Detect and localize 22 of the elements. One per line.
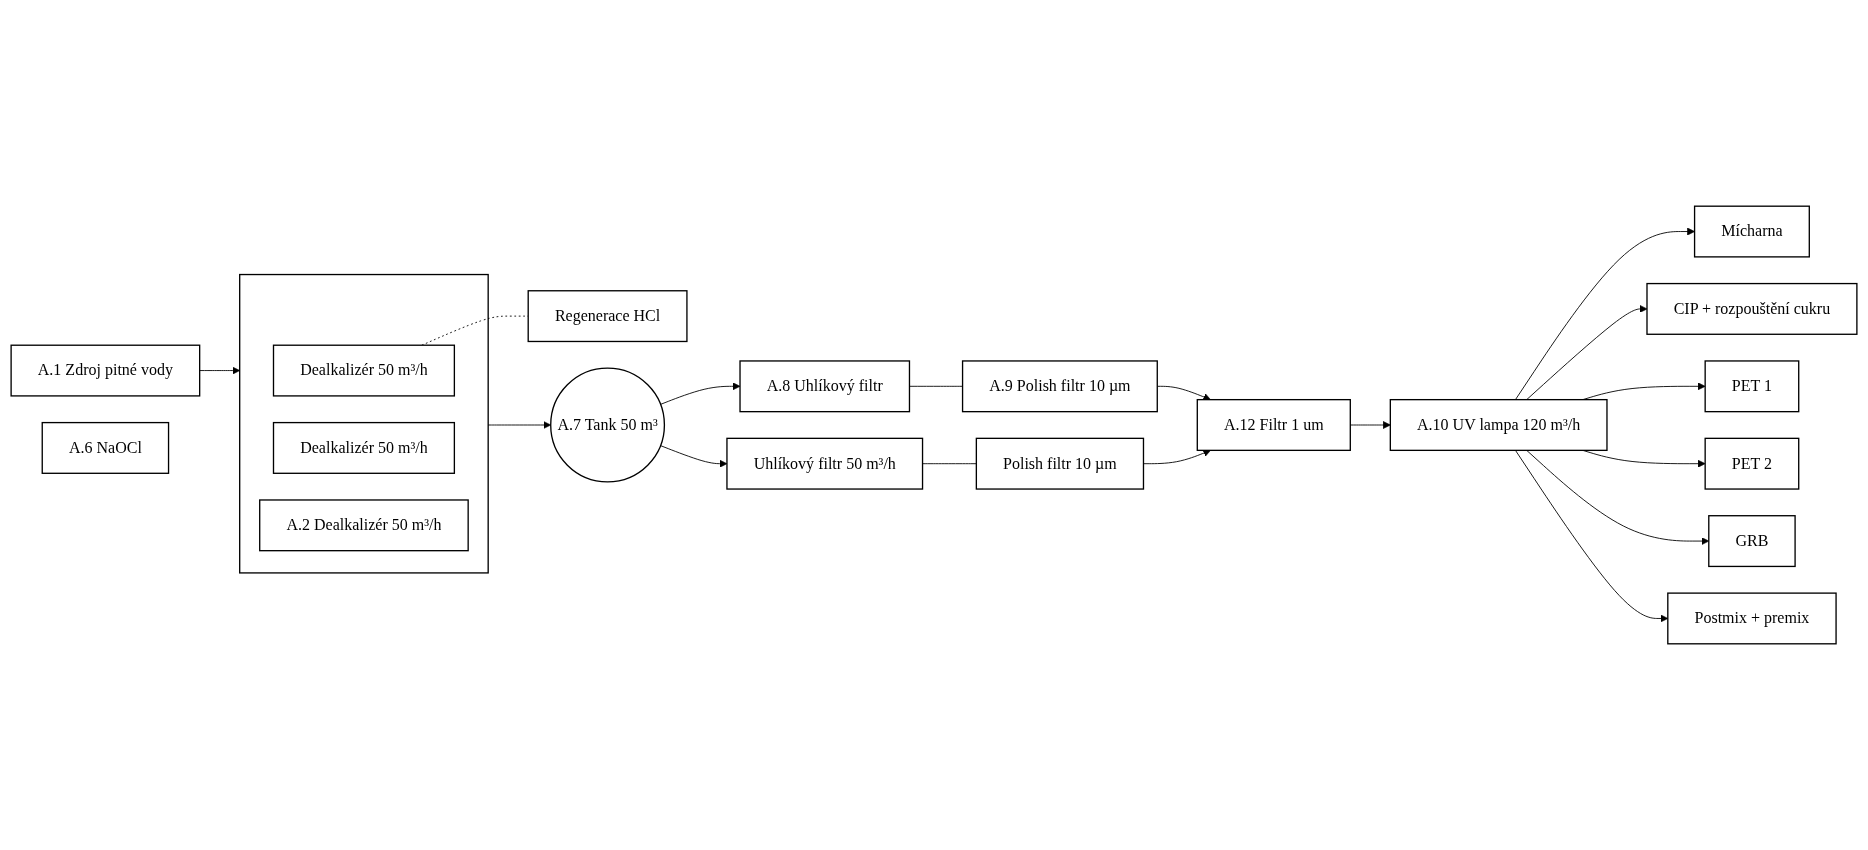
node-box: A.8 Uhlíkový filtr xyxy=(739,360,911,413)
node-box: Dealkalizér 50 m³/h xyxy=(272,421,456,474)
node-box: A.1 Zdroj pitné vody xyxy=(10,344,201,397)
node-box: Regenerace HCl xyxy=(527,290,688,343)
node-box: A.12 Filtr 1 um xyxy=(1196,399,1351,451)
node-box: A.9 Polish filtr 10 µm xyxy=(961,360,1158,413)
node-circle: A.7 Tank 50 m³ xyxy=(550,367,666,483)
node-box: A.2 Dealkalizér 50 m³/h xyxy=(259,499,469,552)
node-box: A.6 NaOCl xyxy=(41,421,170,474)
node-box: A.10 UV lampa 120 m³/h xyxy=(1389,399,1608,451)
cluster xyxy=(239,273,489,574)
node-box: GRB xyxy=(1708,515,1796,568)
node-box: PET 2 xyxy=(1704,437,1800,490)
node-box: PET 1 xyxy=(1704,360,1800,413)
node-box: Polish filtr 10 µm xyxy=(975,437,1145,490)
node-box: Mícharna xyxy=(1693,205,1810,258)
node-box: Postmix + premix xyxy=(1667,592,1837,645)
node-box: Dealkalizér 50 m³/h xyxy=(272,344,456,397)
connector xyxy=(922,463,977,465)
connector xyxy=(909,385,963,387)
node-box: Uhlíkový filtr 50 m³/h xyxy=(726,437,924,490)
node-box: CIP + rozpouštění cukru xyxy=(1646,282,1858,335)
